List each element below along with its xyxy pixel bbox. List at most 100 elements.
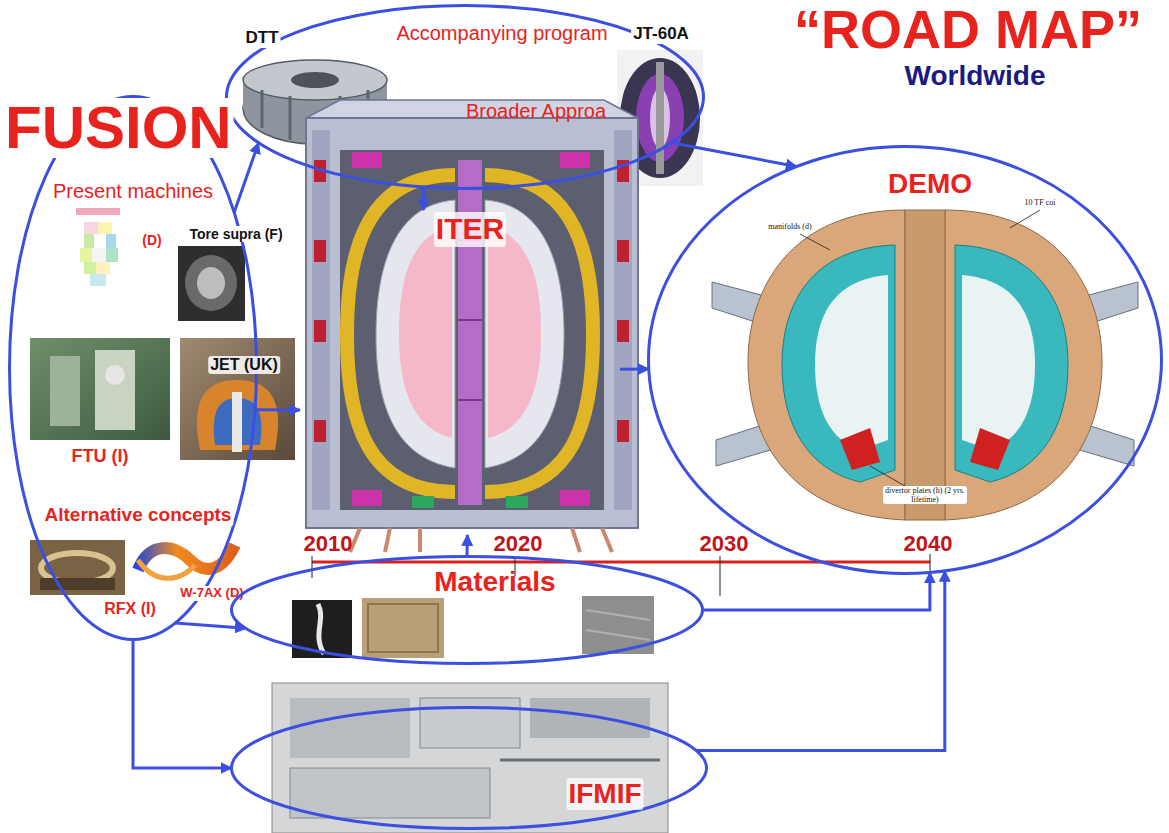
demo-illustration-part bbox=[970, 428, 1010, 470]
connector-arrow bbox=[422, 187, 425, 210]
materials-photos-part bbox=[586, 610, 650, 640]
iter-illustration-part bbox=[617, 320, 629, 342]
iter-box: ITER bbox=[300, 210, 620, 535]
machine-label: JET (UK) bbox=[208, 356, 280, 374]
iter-illustration bbox=[306, 100, 638, 552]
ellipse-outline bbox=[227, 6, 704, 189]
dtt-illustration-part bbox=[291, 72, 339, 88]
jet-photo-part bbox=[180, 338, 295, 460]
ftu-photo-part bbox=[30, 338, 170, 440]
ellipse-outline bbox=[230, 706, 708, 830]
jet-photo bbox=[180, 338, 295, 460]
iter-illustration-part bbox=[617, 420, 629, 442]
asdex-photo-part bbox=[84, 234, 94, 248]
iter-illustration-part bbox=[560, 490, 590, 506]
rfx-photo bbox=[30, 540, 125, 595]
asdex-photo-part bbox=[96, 262, 110, 274]
ellipse-outline bbox=[232, 708, 707, 829]
ifmif-illustration-part bbox=[290, 768, 490, 818]
demo-illustration-part bbox=[870, 466, 905, 486]
heading: DEMO bbox=[886, 168, 974, 200]
asdex-photo-part bbox=[90, 274, 106, 286]
connector-arrow bbox=[234, 143, 258, 213]
asdex-photo-part bbox=[92, 248, 106, 262]
ifmif-ellipse: IFMIF bbox=[230, 706, 708, 830]
iter-illustration-part bbox=[458, 399, 482, 401]
timeline bbox=[312, 554, 930, 596]
part-label: 10 TF coi bbox=[1023, 198, 1058, 207]
tore-supra-photo-part bbox=[185, 255, 237, 311]
materials-photos-part bbox=[318, 604, 324, 654]
title: FUSION bbox=[3, 98, 234, 158]
iter-illustration-part bbox=[506, 496, 528, 508]
iter-illustration-part bbox=[572, 528, 580, 552]
machine-label: Tore supra (F) bbox=[187, 226, 284, 242]
demo-illustration-part bbox=[905, 210, 945, 520]
heading: Present machines bbox=[51, 180, 215, 203]
ifmif-illustration-part bbox=[420, 698, 520, 748]
materials-photos bbox=[292, 596, 654, 658]
year-label: 2040 bbox=[902, 531, 955, 556]
asdex-photo-part bbox=[84, 222, 98, 234]
ellipse-outline bbox=[232, 557, 703, 664]
demo-illustration-part bbox=[815, 275, 888, 450]
machine-label: JT-60A bbox=[631, 24, 691, 44]
connector-arrow bbox=[620, 367, 649, 370]
asdex-photo-part bbox=[106, 234, 116, 248]
timeline-part bbox=[312, 556, 313, 578]
tore-supra-photo-part bbox=[197, 267, 225, 299]
connector-arrow bbox=[696, 571, 945, 751]
heading: Broader Approa bbox=[464, 100, 608, 123]
demo-illustration-part bbox=[955, 245, 1068, 482]
ifmif-illustration bbox=[272, 683, 668, 833]
title: “ROAD MAP” bbox=[792, 2, 1144, 56]
iter-illustration-part bbox=[340, 150, 604, 510]
asdex-photo-part bbox=[84, 262, 96, 274]
asdex-photo bbox=[76, 208, 120, 286]
materials-photos-part bbox=[362, 598, 444, 658]
ftu-photo-part bbox=[95, 350, 135, 430]
ifmif-illustration-part bbox=[500, 759, 660, 762]
demo-illustration-part bbox=[1010, 210, 1040, 228]
jt60-illustration-part bbox=[656, 62, 664, 174]
dtt-illustration-part bbox=[261, 90, 264, 128]
asdex-photo-part bbox=[106, 248, 118, 262]
heading: ITER bbox=[434, 212, 506, 247]
tore-supra-photo-part bbox=[178, 246, 245, 321]
demo-illustration-part bbox=[962, 275, 1035, 450]
timeline-part bbox=[312, 561, 930, 564]
asdex-photo-part bbox=[94, 234, 106, 248]
ftu-photo-part bbox=[50, 356, 80, 426]
iter-illustration-part bbox=[418, 528, 422, 552]
machine-label: (D) bbox=[140, 232, 163, 248]
ifmif-illustration-part bbox=[290, 698, 410, 758]
w7x-coil-part bbox=[138, 560, 195, 578]
demo-illustration-part bbox=[840, 428, 880, 470]
iter-illustration-part bbox=[399, 226, 452, 438]
tore-supra-photo bbox=[178, 246, 245, 321]
iter-illustration-part bbox=[352, 152, 382, 168]
rfx-photo-part bbox=[40, 578, 115, 590]
ifmif-illustration-part bbox=[530, 698, 650, 738]
iter-illustration-part bbox=[385, 528, 390, 552]
demo-ellipse: DEMO10 TF coimanifolds (d)divertor plate… bbox=[647, 145, 1163, 575]
iter-illustration-part bbox=[352, 490, 382, 506]
dtt-illustration-part bbox=[289, 96, 292, 140]
connector-arrow bbox=[466, 535, 469, 557]
part-label: manifolds (d) bbox=[766, 222, 813, 231]
demo-illustration-part bbox=[748, 210, 905, 520]
connector-arrow bbox=[255, 408, 300, 411]
year-label: 2020 bbox=[492, 531, 545, 556]
asdex-photo-part bbox=[76, 208, 120, 215]
machine-label: RFX (I) bbox=[102, 600, 158, 618]
timeline-part bbox=[720, 556, 721, 596]
year-label: 2010 bbox=[302, 531, 355, 556]
ifmif-illustration-part bbox=[272, 683, 668, 833]
materials-photos-part bbox=[368, 604, 438, 652]
demo-illustration-part bbox=[800, 234, 830, 250]
rfx-photo-part bbox=[30, 540, 125, 595]
iter-illustration-part bbox=[312, 130, 330, 510]
iter-illustration-part bbox=[458, 319, 482, 321]
iter-illustration-part bbox=[614, 130, 632, 510]
